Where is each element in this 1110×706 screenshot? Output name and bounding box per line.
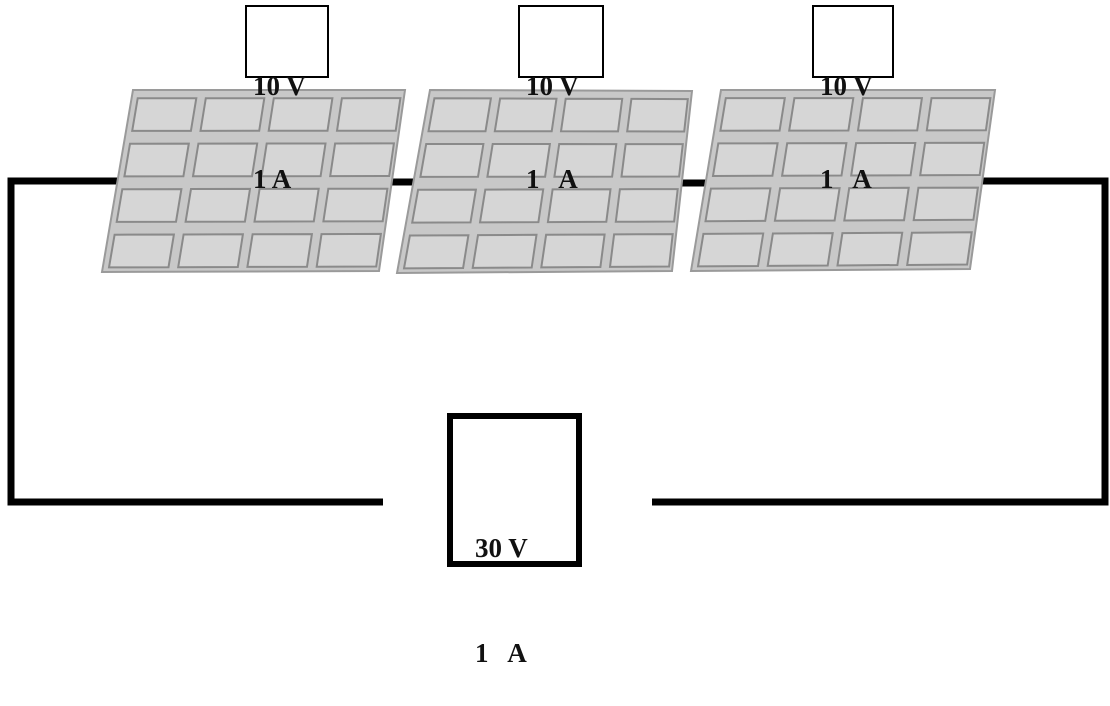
solar-cell [419, 143, 485, 178]
solar-panel-2 [395, 88, 694, 275]
solar-cell [559, 97, 624, 133]
solar-cell [335, 97, 402, 132]
solar-cell [411, 188, 478, 224]
wire-right [652, 177, 1109, 506]
solar-cell [478, 188, 545, 224]
solar-panel-3 [689, 89, 997, 273]
solar-cell [856, 97, 924, 132]
solar-cell [115, 188, 183, 223]
panel-1-rating-label: 10 V 1 A [245, 5, 329, 194]
solar-cell [626, 97, 689, 133]
panel-1-voltage: 10 V [253, 71, 306, 101]
solar-cell [199, 97, 266, 132]
solar-cell [322, 187, 389, 223]
load-current: 1 A [475, 638, 527, 668]
solar-cell [850, 141, 917, 177]
solar-cell [912, 186, 980, 222]
solar-cell [608, 233, 674, 268]
panel-2-voltage: 10 V [526, 71, 579, 101]
solar-cell [329, 142, 396, 178]
solar-cell [493, 97, 558, 133]
solar-cell [427, 97, 493, 133]
solar-cell [696, 232, 765, 268]
solar-cell [246, 233, 314, 268]
solar-cell [267, 97, 334, 132]
solar-cell [614, 188, 679, 223]
solar-cell [925, 97, 992, 132]
load-voltage: 30 V [475, 533, 528, 563]
solar-panel-frame [689, 89, 997, 273]
solar-panel-1 [100, 89, 407, 274]
solar-cell [107, 233, 176, 269]
solar-cell [546, 188, 612, 224]
panel-3-voltage: 10 V [820, 71, 873, 101]
solar-cell [131, 97, 198, 132]
panel-2-rating-label: 10 V 1 A [518, 5, 604, 194]
solar-panel-frame [100, 89, 407, 274]
series-circuit-diagram [7, 88, 1109, 506]
solar-cell [773, 187, 841, 222]
solar-panels [100, 88, 997, 275]
solar-cell [766, 232, 834, 267]
solar-cell [836, 231, 904, 267]
solar-cell [919, 141, 986, 177]
panel-3-rating-label: 10 V 1 A [812, 5, 894, 194]
solar-cell [253, 187, 320, 223]
solar-panel-frame [395, 88, 694, 275]
solar-cell [704, 187, 772, 223]
solar-cell [177, 233, 245, 269]
solar-cell [315, 232, 383, 268]
panel-3-current: 1 A [820, 164, 872, 194]
panel-1-current: 1 A [253, 164, 292, 194]
solar-cell [553, 142, 618, 178]
solar-cell [123, 142, 190, 178]
solar-cell [191, 142, 259, 178]
solar-cell [788, 97, 855, 132]
wire-left [7, 177, 383, 506]
solar-cell [711, 142, 779, 178]
solar-cell [471, 233, 538, 269]
panel-2-current: 1 A [526, 164, 578, 194]
solar-cell [486, 143, 552, 178]
load-output-box: 30 V 1 A [447, 413, 582, 668]
solar-cell [780, 142, 848, 177]
solar-cell [620, 143, 684, 178]
solar-cell [540, 233, 606, 269]
solar-cell [906, 231, 973, 267]
solar-cell [184, 187, 252, 223]
solar-cell [843, 186, 910, 222]
solar-cell [402, 234, 470, 270]
solar-cell [719, 97, 786, 132]
solar-cell [260, 142, 327, 178]
